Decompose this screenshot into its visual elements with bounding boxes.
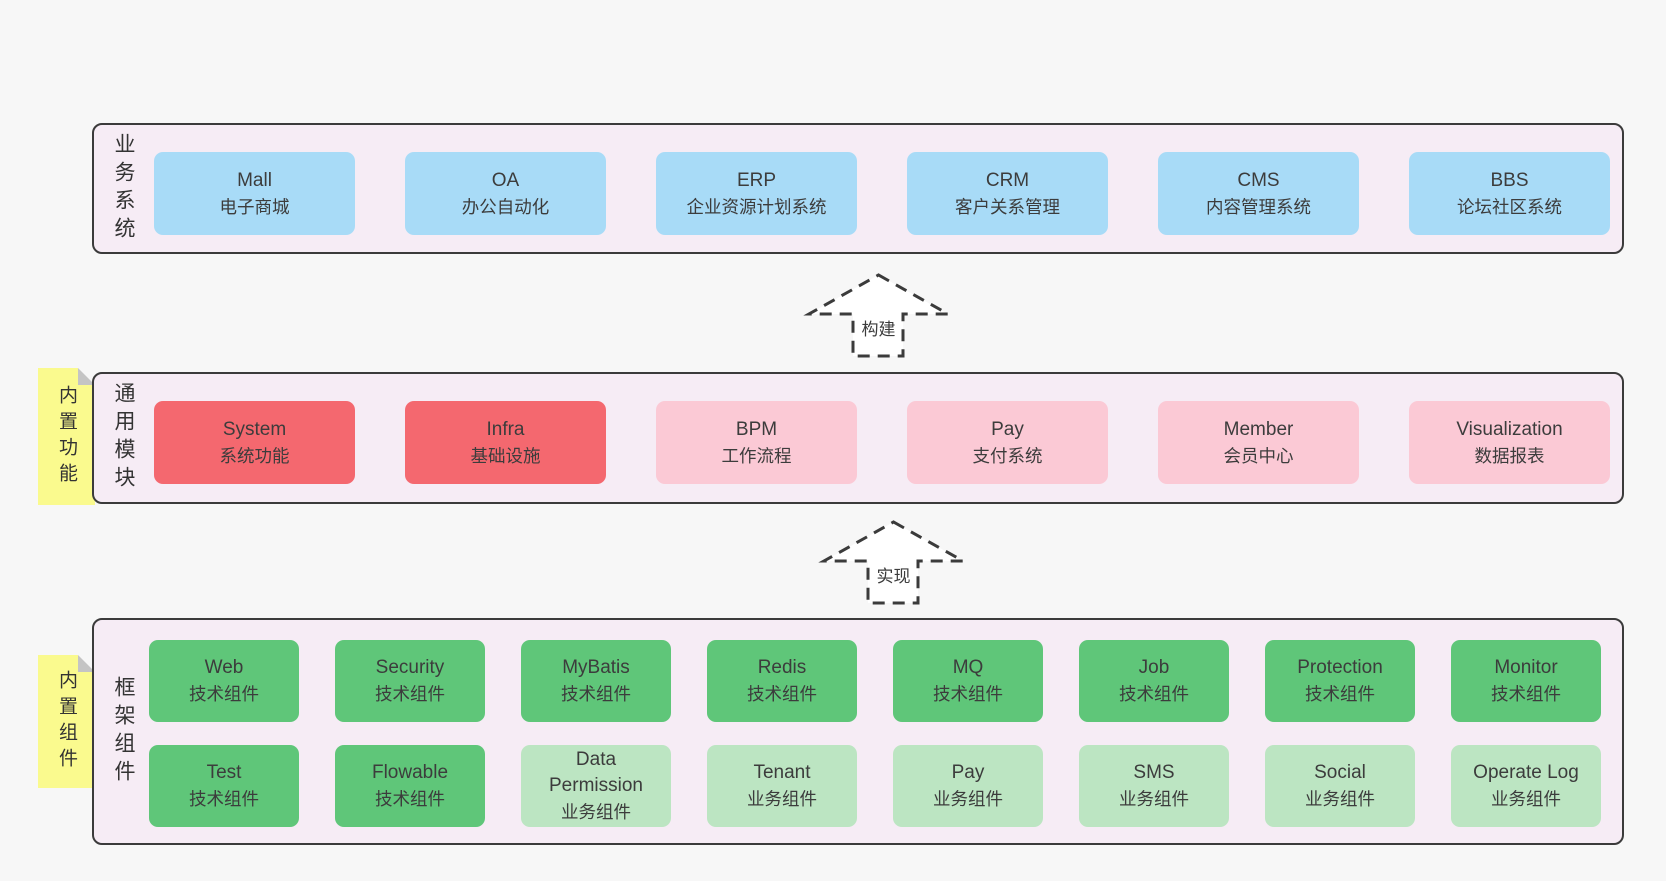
box-title: Mall	[237, 169, 272, 191]
box-subtitle: 系统功能	[219, 445, 290, 466]
arrow-build: 构建	[803, 273, 954, 358]
box-erp: ERP 企业资源计划系统	[656, 152, 857, 235]
box-subtitle: 业务组件	[933, 789, 1003, 809]
layer-panel-common-modules: 通用模块 System 系统功能 Infra 基础设施 BPM 工作流程 Pay…	[92, 372, 1624, 504]
box-title: Redis	[757, 657, 807, 678]
box-subtitle: 工作流程	[721, 445, 792, 466]
box-bpm: BPM 工作流程	[656, 401, 857, 484]
box-subtitle: 基础设施	[470, 445, 541, 466]
box-subtitle: 技术组件	[375, 684, 445, 704]
box-job: Job 技术组件	[1079, 640, 1229, 722]
box-mq: MQ 技术组件	[893, 640, 1043, 722]
box-subtitle: 技术组件	[189, 684, 259, 704]
box-security: Security 技术组件	[335, 640, 485, 722]
sticky-note-builtin-components: 内置组件	[38, 655, 95, 788]
box-title: Data Permission	[549, 749, 643, 796]
box-bbs: BBS 论坛社区系统	[1409, 152, 1610, 235]
box-subtitle: 业务组件	[561, 802, 631, 822]
box-title: Monitor	[1494, 657, 1558, 678]
box-subtitle: 技术组件	[1305, 684, 1375, 704]
box-title: BBS	[1490, 169, 1529, 191]
box-title: Member	[1223, 418, 1294, 440]
box-title: Pay	[991, 418, 1024, 440]
box-title: Operate Log	[1473, 762, 1579, 783]
box-title: CRM	[985, 169, 1030, 191]
box-title: System	[222, 418, 287, 440]
box-mall: Mall 电子商城	[154, 152, 355, 235]
arrow-implement: 实现	[818, 520, 969, 605]
box-tenant: Tenant 业务组件	[707, 745, 857, 827]
box-mybatis: MyBatis 技术组件	[521, 640, 671, 722]
layer-panel-business-systems: 业务系统 Mall 电子商城 OA 办公自动化 ERP 企业资源计划系统 CRM…	[92, 123, 1624, 254]
box-subtitle: 技术组件	[1119, 684, 1189, 704]
box-title: Job	[1138, 657, 1170, 678]
layer-label: 框架组件	[112, 675, 135, 788]
box-title: MQ	[952, 657, 984, 678]
box-monitor: Monitor 技术组件	[1451, 640, 1601, 722]
box-subtitle: 业务组件	[1119, 789, 1189, 809]
box-protection: Protection 技术组件	[1265, 640, 1415, 722]
box-redis: Redis 技术组件	[707, 640, 857, 722]
box-title: ERP	[736, 169, 777, 191]
box-pay-component: Pay 业务组件	[893, 745, 1043, 827]
box-subtitle: 业务组件	[1305, 789, 1375, 809]
box-subtitle: 企业资源计划系统	[686, 196, 827, 217]
box-subtitle: 内容管理系统	[1206, 196, 1311, 217]
box-title: Pay	[951, 762, 985, 783]
box-title: Flowable	[371, 762, 449, 783]
box-cms: CMS 内容管理系统	[1158, 152, 1359, 235]
layer-label: 业务系统	[112, 132, 135, 245]
box-data-permission: Data Permission 业务组件	[521, 745, 671, 827]
box-subtitle: 论坛社区系统	[1457, 196, 1562, 217]
box-title: Web	[204, 657, 244, 678]
box-subtitle: 技术组件	[933, 684, 1003, 704]
box-subtitle: 客户关系管理	[955, 196, 1060, 217]
box-oa: OA 办公自动化	[405, 152, 606, 235]
box-title: SMS	[1133, 762, 1175, 783]
arrow-label: 构建	[858, 315, 899, 340]
box-sms: SMS 业务组件	[1079, 745, 1229, 827]
sticky-note-builtin-features: 内置功能	[38, 368, 95, 505]
box-title: MyBatis	[562, 657, 630, 678]
box-visualization: Visualization 数据报表	[1409, 401, 1610, 484]
box-infra: Infra 基础设施	[405, 401, 606, 484]
box-social: Social 业务组件	[1265, 745, 1415, 827]
box-title: Test	[206, 762, 242, 783]
box-system: System 系统功能	[154, 401, 355, 484]
box-subtitle: 技术组件	[747, 684, 817, 704]
box-title: Protection	[1297, 657, 1383, 678]
box-web: Web 技术组件	[149, 640, 299, 722]
box-title: Visualization	[1456, 418, 1563, 440]
layer-panel-framework-components: 框架组件 Web 技术组件 Security 技术组件 MyBatis 技术组件…	[92, 618, 1624, 845]
box-crm: CRM 客户关系管理	[907, 152, 1108, 235]
box-operate-log: Operate Log 业务组件	[1451, 745, 1601, 827]
box-subtitle: 办公自动化	[461, 196, 550, 217]
box-subtitle: 技术组件	[1491, 684, 1561, 704]
box-title: BPM	[735, 418, 778, 440]
box-flowable: Flowable 技术组件	[335, 745, 485, 827]
box-title: Social	[1314, 762, 1366, 783]
box-subtitle: 支付系统	[972, 445, 1043, 466]
box-subtitle: 会员中心	[1223, 445, 1294, 466]
arrow-label: 实现	[873, 562, 914, 587]
box-subtitle: 技术组件	[375, 789, 445, 809]
box-subtitle: 业务组件	[1491, 789, 1561, 809]
box-title: Tenant	[753, 762, 811, 783]
box-title: OA	[491, 169, 520, 191]
box-subtitle: 技术组件	[561, 684, 631, 704]
box-member: Member 会员中心	[1158, 401, 1359, 484]
box-subtitle: 业务组件	[747, 789, 817, 809]
sticky-note-label: 内置功能	[56, 384, 77, 489]
box-subtitle: 技术组件	[189, 789, 259, 809]
box-title: Infra	[486, 418, 525, 440]
box-subtitle: 数据报表	[1474, 445, 1545, 466]
box-test: Test 技术组件	[149, 745, 299, 827]
box-subtitle: 电子商城	[219, 196, 290, 217]
box-title: CMS	[1237, 169, 1280, 191]
box-title: Security	[375, 657, 445, 678]
sticky-note-label: 内置组件	[56, 669, 77, 774]
box-pay-system: Pay 支付系统	[907, 401, 1108, 484]
layer-label: 通用模块	[112, 382, 135, 494]
